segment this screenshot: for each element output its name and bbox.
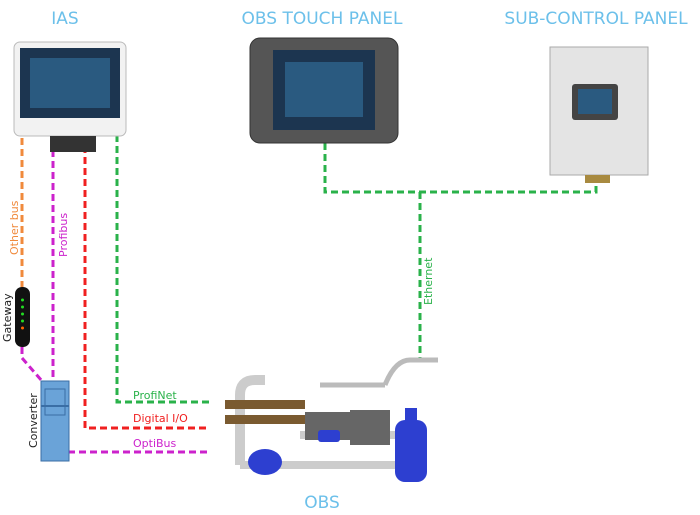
ias-title: IAS [51,9,78,29]
ethernet-label: Ethernet [422,257,435,305]
optibus-label: OptiBus [133,437,177,450]
sub-control-panel [549,46,649,183]
profinet-line [115,135,210,404]
gateway-label: Gateway [1,293,14,342]
digital-io-line [83,135,210,430]
obs-touch-panel [249,37,399,144]
gateway-converter-line [20,347,44,382]
obs-unit [225,357,438,482]
other-bus-label: Other bus [8,200,21,255]
profibus-label: Profibus [57,213,70,257]
obs-title: OBS [304,493,340,513]
gateway-device [15,287,30,347]
digital-io-label: Digital I/O [133,412,188,425]
profinet-label: ProfiNet [133,389,177,402]
touch-panel-title: OBS TOUCH PANEL [242,9,403,29]
converter-device [40,380,70,462]
ethernet-line [323,143,598,358]
ias-monitor [13,41,127,152]
converter-label: Converter [27,393,40,448]
sub-control-title: SUB-CONTROL PANEL [504,9,688,29]
